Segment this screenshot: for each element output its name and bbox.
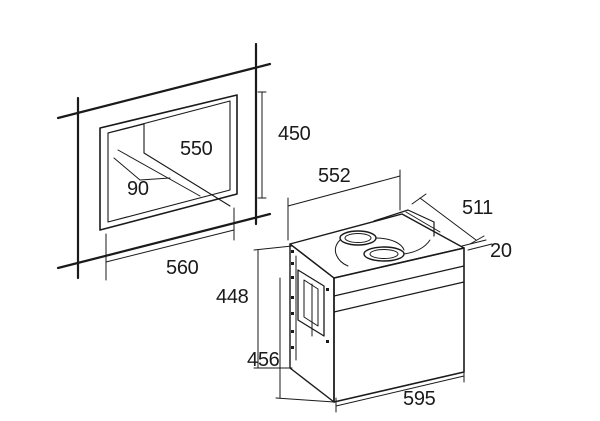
niche-depth-label: 550 bbox=[180, 138, 213, 160]
appliance-depth-label: 511 bbox=[462, 197, 493, 219]
flange-marks bbox=[291, 250, 329, 349]
appliance-total-height-label: 456 bbox=[247, 349, 280, 371]
appliance-top-width-label: 552 bbox=[318, 165, 351, 187]
appliance-body-height-label: 448 bbox=[216, 286, 249, 308]
front-panel-thickness-label: 20 bbox=[490, 240, 512, 262]
appliance-drawing bbox=[253, 169, 493, 413]
niche-drawing bbox=[56, 42, 272, 281]
niche-height-label: 450 bbox=[278, 123, 311, 145]
niche-angle-label: 90 bbox=[127, 178, 149, 200]
niche-width-label: 560 bbox=[166, 257, 199, 279]
appliance-front-width-label: 595 bbox=[403, 388, 436, 410]
